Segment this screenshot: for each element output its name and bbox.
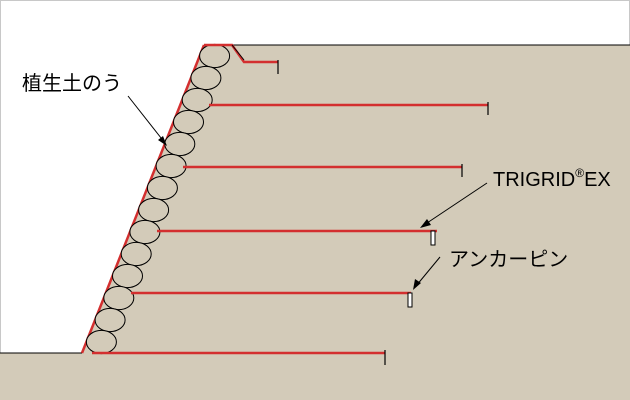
reinforcement-layer-1: [209, 102, 489, 115]
vegetation-bag: [94, 307, 126, 333]
label-trigrid-suffix: EX: [584, 169, 611, 191]
label-trigrid-mark: ®: [575, 166, 584, 180]
vegetation-bag: [85, 329, 117, 355]
leader-vegetation-bag: [127, 95, 166, 144]
reinforcement-layer-2: [183, 164, 463, 177]
label-anchor-pin: アンカーピン: [449, 249, 568, 271]
vegetation-bag-stack: [85, 43, 231, 355]
reinforcement-layer-3: [157, 229, 437, 246]
vegetation-bag: [199, 43, 231, 69]
vegetation-bag: [120, 241, 152, 267]
leader-trigrid: [423, 182, 488, 226]
leader-vegetation-bag-arrowhead: [158, 136, 167, 146]
vegetation-bag: [173, 109, 204, 135]
label-trigrid: TRIGRID®EX: [493, 166, 611, 191]
top-wrap-outline: [231, 44, 245, 61]
vegetation-bag: [103, 285, 135, 311]
vegetation-bag: [112, 263, 143, 289]
soil-body: [0, 45, 630, 400]
leader-trigrid-arrowhead: [420, 219, 431, 228]
leader-anchor-pin-arrowhead: [413, 279, 421, 290]
vegetation-bag: [146, 175, 178, 201]
top-wrap-line: [204, 43, 278, 64]
vegetation-bag: [181, 87, 213, 113]
label-vegetation-bag: 植生土のう: [22, 72, 122, 95]
vegetation-bag: [190, 65, 222, 91]
vegetation-bag: [164, 131, 196, 157]
vegetation-bag: [129, 219, 161, 245]
reinforcement-layer-4: [131, 291, 413, 308]
label-trigrid-name: TRIGRID: [493, 169, 575, 191]
leader-anchor-pin: [415, 256, 441, 287]
vegetation-bag: [138, 197, 170, 223]
vegetation-bag: [155, 153, 187, 179]
reinforcement-layer-base: [92, 350, 386, 365]
